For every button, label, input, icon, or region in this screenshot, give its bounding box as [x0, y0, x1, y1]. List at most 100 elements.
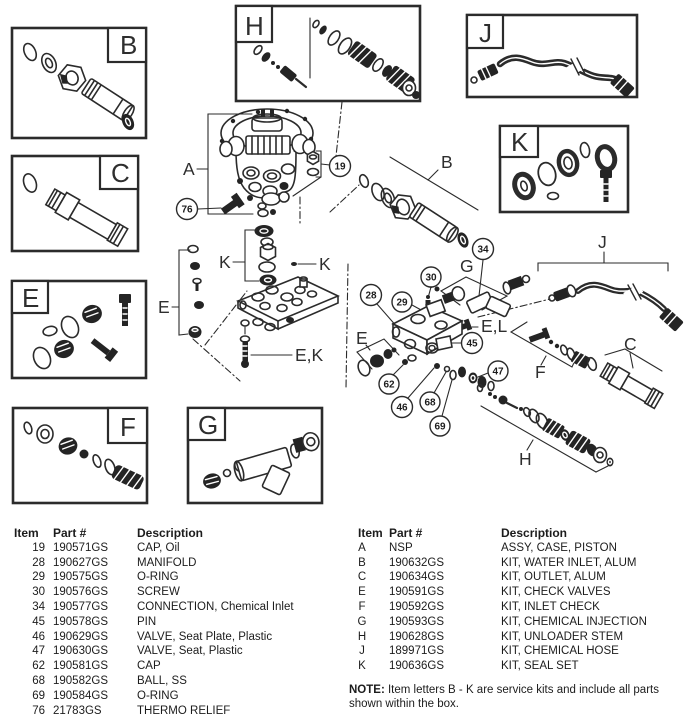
ref-label-k-right: K [319, 254, 331, 274]
kit-box-k: K [498, 124, 630, 214]
table-body: 19 190571GS CAP, Oil 28 190627GS MANIFOL… [13, 541, 345, 719]
ref-label-e-manifold: E [356, 328, 368, 348]
parts-table-right: Item Part # Description A NSP ASSY, CASE… [349, 526, 685, 712]
ref-label-ek: E,K [295, 345, 324, 365]
parts-table-left: Item Part # Description 19 190571GS CAP,… [13, 526, 345, 718]
kit-box-j-label: J [479, 18, 492, 48]
kit-box-h: H [234, 4, 422, 103]
header-part: Part # [389, 526, 423, 540]
ref-a: A [183, 113, 254, 215]
table-row: 69 190584GS O-RING [32, 689, 179, 702]
table-row: B 190632GS KIT, WATER INLET, ALUM [358, 556, 637, 569]
kit-box-f: F [11, 406, 149, 505]
ref-label-c-inline: C [624, 334, 637, 354]
svg-text:46: 46 [396, 403, 408, 414]
table-header: Item Part # Description [349, 526, 685, 541]
kit-box-e-label: E [22, 283, 39, 313]
inline-kit-j: J [537, 232, 684, 331]
ref-label-f-inline: F [535, 362, 546, 382]
svg-text:68: 68 [424, 398, 436, 409]
svg-text:19: 19 [334, 162, 346, 173]
ref-label-e-stack: E [158, 297, 170, 317]
inline-kit-e-manifold: E [356, 328, 400, 377]
kit-box-c-label: C [111, 158, 130, 188]
header-part: Part # [53, 526, 87, 540]
ref-label-el: E,L [481, 316, 508, 336]
svg-text:47: 47 [492, 367, 504, 378]
table-row: 29 190575GS O-RING [32, 571, 179, 584]
table-row: 62 190581GS CAP [32, 660, 161, 673]
assembly-case-piston [219, 108, 316, 218]
kit-box-h-label: H [245, 11, 264, 41]
callout-69: 69 [429, 379, 453, 437]
table-row: 28 190627GS MANIFOLD [32, 556, 197, 569]
ref-label-g-inline: G [460, 256, 474, 276]
table-row: 45 190578GS PIN [32, 615, 157, 628]
header-description: Description [501, 526, 568, 540]
note-label: NOTE: [349, 683, 385, 696]
table-row: 68 190582GS BALL, SS [32, 674, 187, 687]
valve-plate [236, 276, 340, 332]
table-body: A NSP ASSY, CASE, PISTON B 190632GS KIT,… [349, 541, 685, 674]
manifold [391, 298, 495, 392]
kit-box-f-label: F [120, 412, 136, 442]
callout-34: 34 [471, 237, 495, 297]
inline-kit-b: B [358, 152, 479, 248]
ref-label-a: A [183, 159, 195, 179]
kit-box-e: E [10, 279, 148, 380]
svg-text:76: 76 [181, 205, 193, 216]
table-row: 34 190577GS CONNECTION, Chemical Inlet [32, 600, 294, 613]
header-item: Item [14, 526, 39, 540]
table-row: 46 190629GS VALVE, Seat Plate, Plastic [32, 630, 273, 643]
callout-47: 47 [477, 360, 509, 382]
ref-label-h-inline: H [519, 449, 532, 469]
svg-text:69: 69 [434, 422, 446, 433]
seal-stack-k: K K [219, 225, 331, 286]
kit-box-b-label: B [120, 30, 137, 60]
callout-76: 76 [175, 192, 245, 221]
svg-text:28: 28 [365, 291, 377, 302]
svg-text:45: 45 [466, 339, 478, 350]
note-text: Item letters B - K are service kits and … [349, 683, 659, 711]
kit-box-b: B [10, 26, 148, 140]
kit-box-k-label: K [511, 127, 529, 157]
table-row: 30 190576GS SCREW [32, 586, 180, 599]
callout-45: 45 [451, 331, 484, 355]
kit-box-g-label: G [198, 410, 218, 440]
inline-kit-h: H [476, 383, 614, 473]
ref-label-j-inline: J [598, 232, 607, 252]
table-row: K 190636GS KIT, SEAL SET [358, 660, 579, 673]
kit-box-j: J [465, 13, 639, 99]
table-header: Item Part # Description [13, 526, 345, 541]
svg-text:62: 62 [383, 380, 395, 391]
inline-kit-c: C [586, 334, 664, 410]
svg-text:34: 34 [477, 245, 489, 256]
header-description: Description [137, 526, 204, 540]
callout-19: 19 [292, 150, 352, 197]
inline-kit-f: F [509, 321, 591, 382]
callout-68: 68 [419, 371, 447, 413]
table-row: 19 190571GS CAP, Oil [32, 541, 180, 554]
table-row: 47 190630GS VALVE, Seat, Plastic [32, 645, 243, 658]
table-row: J 189971GS KIT, CHEMICAL HOSE [359, 645, 619, 658]
center-lines [192, 101, 551, 389]
table-row: G 190593GS KIT, CHEMICAL INJECTION [357, 615, 647, 628]
table-row: H 190628GS KIT, UNLOADER STEM [357, 630, 624, 643]
service-kit-note: NOTE: Item letters B - K are service kit… [349, 683, 685, 712]
table-row: A NSP ASSY, CASE, PISTON [358, 541, 617, 554]
bolt-ek: E,K [239, 335, 324, 368]
table-row: F 190592GS KIT, INLET CHECK [358, 600, 600, 613]
table-row: E 190591GS KIT, CHECK VALVES [358, 586, 611, 599]
table-row: 76 21783GS THERMO RELIEF [32, 704, 231, 717]
kit-box-g: G [186, 406, 324, 505]
exploded-parts-diagram: B C [10, 4, 684, 505]
svg-text:30: 30 [425, 273, 437, 284]
check-valve-stack-e: E [158, 244, 204, 338]
table-row: C 190634GS KIT, OUTLET, ALUM [357, 571, 606, 584]
svg-text:29: 29 [396, 298, 408, 309]
callout-62: 62 [378, 364, 404, 395]
callout-46: 46 [390, 367, 435, 419]
ref-label-b-inline: B [441, 152, 453, 172]
kit-box-c: C [10, 154, 140, 253]
